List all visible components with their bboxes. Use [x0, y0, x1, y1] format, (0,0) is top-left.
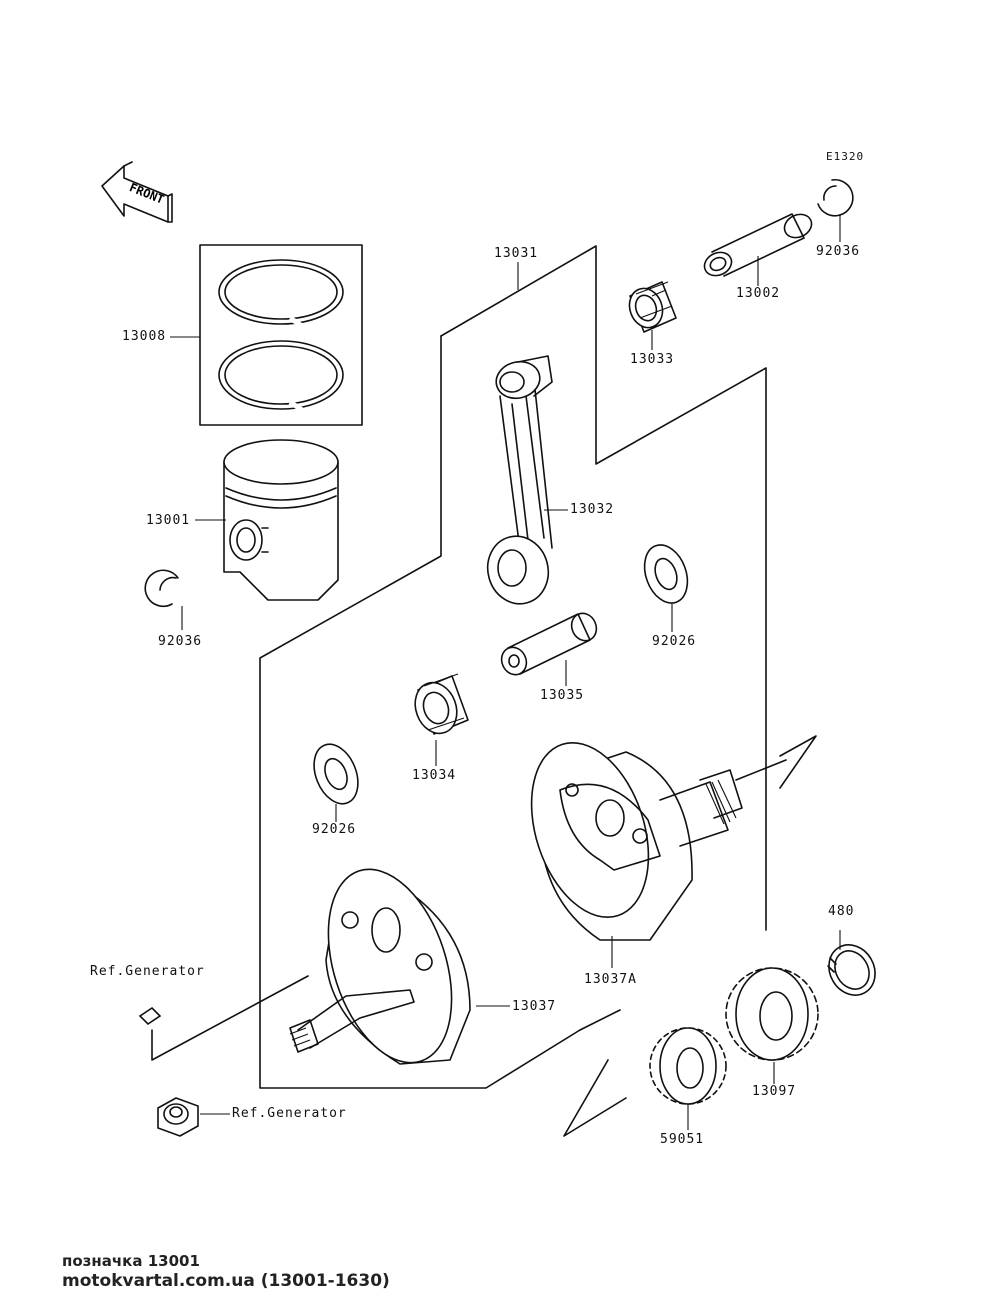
label-13033: 13033	[630, 352, 675, 367]
label-13035: 13035	[540, 688, 585, 703]
crankshaft-group-line-2	[259, 335, 581, 1089]
connecting-rod-icon	[486, 355, 553, 605]
circlip-480-icon	[827, 944, 876, 996]
label-480: 480	[828, 904, 855, 919]
woodruff-key-icon	[138, 1006, 162, 1026]
washer-left-icon	[313, 743, 359, 805]
crankshaft-left-half-icon	[289, 868, 471, 1065]
label-ref-generator-key: Ref.Generator	[90, 964, 205, 979]
shaft-line	[579, 1009, 621, 1031]
ring-group-box	[199, 244, 363, 426]
washer-right-icon	[643, 544, 689, 604]
generator-key-line	[151, 975, 309, 1061]
label-13002: 13002	[736, 286, 781, 301]
gear-axis-left	[563, 1059, 627, 1137]
piston-pin-icon	[703, 213, 813, 277]
label-92036-top: 92036	[816, 244, 861, 259]
label-13037A: 13037A	[584, 972, 637, 987]
piston-rings-icon	[218, 259, 344, 413]
leader-lines	[170, 214, 841, 1130]
piston-icon	[223, 439, 339, 601]
label-59051: 59051	[660, 1132, 705, 1147]
needle-bearing-lower-icon	[414, 673, 469, 735]
footer-caption: позначка 13001	[62, 1252, 200, 1270]
crankshaft-group-line	[440, 245, 767, 931]
front-arrow-icon: FRONT	[101, 161, 173, 223]
needle-bearing-upper-icon	[628, 281, 677, 333]
flange-nut-icon	[157, 1097, 199, 1137]
label-92026-left: 92026	[312, 822, 357, 837]
label-13001: 13001	[146, 513, 191, 528]
diagram-code: E1320	[826, 150, 865, 163]
label-13031: 13031	[494, 246, 539, 261]
label-13034: 13034	[412, 768, 457, 783]
circlip-left-icon	[144, 569, 179, 608]
footer-source: motokvartal.com.ua (13001-1630)	[62, 1271, 390, 1291]
label-13097: 13097	[752, 1084, 797, 1099]
circlip-top-icon	[817, 178, 854, 217]
crank-pin-icon	[500, 612, 598, 676]
gear-13097-icon	[725, 967, 819, 1061]
label-13037: 13037	[512, 999, 557, 1014]
front-label: FRONT	[127, 180, 166, 207]
label-92036-left: 92036	[158, 634, 203, 649]
label-13032: 13032	[570, 502, 615, 517]
gear-axis-right	[779, 735, 817, 789]
gear-59051-icon	[649, 1027, 727, 1105]
label-92026-right: 92026	[652, 634, 697, 649]
label-13008: 13008	[122, 329, 167, 344]
crankshaft-right-half-icon	[530, 741, 787, 941]
label-ref-generator-nut: Ref.Generator	[232, 1106, 347, 1121]
